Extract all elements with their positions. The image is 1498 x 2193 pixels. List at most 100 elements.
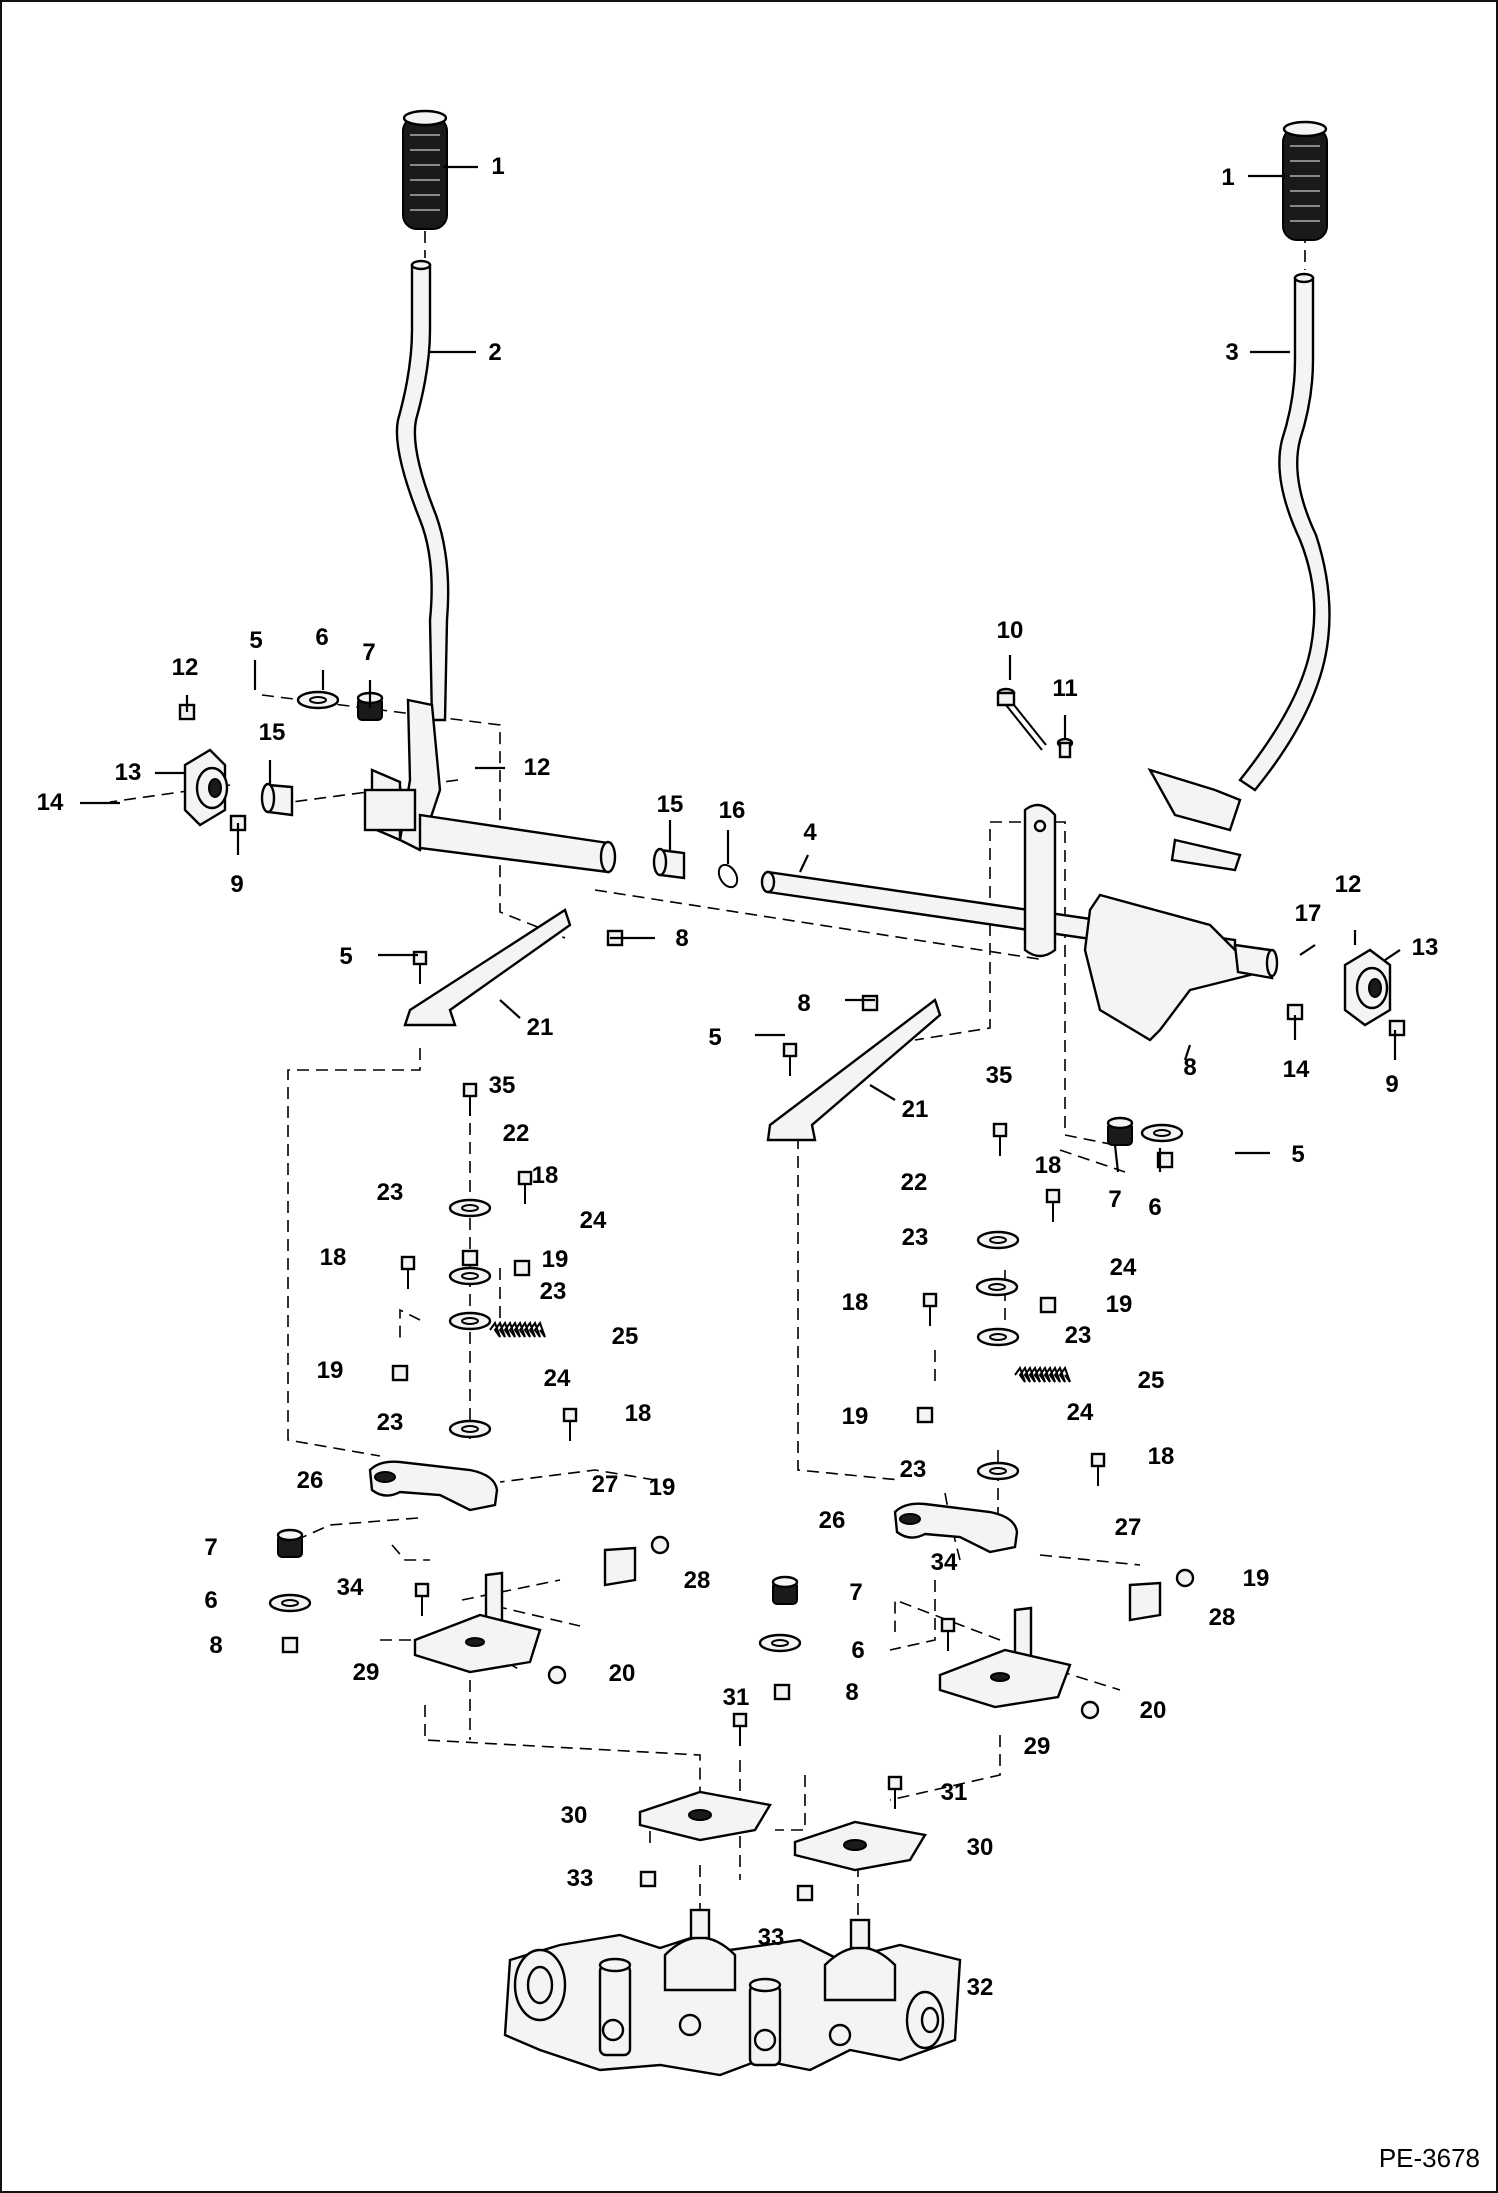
- spacer-top: [771, 1575, 799, 1589]
- callout-14: 14: [1283, 1056, 1310, 1083]
- callout-19: 19: [317, 1357, 344, 1384]
- mounting-plate-29-left: [413, 1571, 542, 1674]
- callout-6: 6: [1148, 1194, 1161, 1221]
- washer: [448, 1311, 492, 1331]
- left-control-handle: [395, 263, 450, 722]
- callout-8: 8: [797, 990, 810, 1017]
- parts: [178, 109, 1406, 2077]
- assembly-lines: [109, 212, 1306, 1935]
- callout-23: 23: [902, 1224, 929, 1251]
- right-control-handle: [1238, 276, 1331, 792]
- link-21-right: [766, 998, 942, 1142]
- mounting-plate-29-right: [938, 1606, 1072, 1709]
- callout-34: 34: [931, 1549, 958, 1576]
- callout-7: 7: [362, 639, 375, 666]
- tension-spring: [489, 1320, 546, 1338]
- right-lever-plate: [1147, 767, 1242, 872]
- washer: [758, 1633, 802, 1653]
- callout-25: 25: [1138, 1367, 1165, 1394]
- callout-30: 30: [967, 1834, 994, 1861]
- hex-nut: [461, 1249, 479, 1267]
- callout-26: 26: [297, 1467, 324, 1494]
- callout-23: 23: [377, 1409, 404, 1436]
- callout-28: 28: [684, 1567, 711, 1594]
- callout-13: 13: [115, 759, 142, 786]
- washer-hole: [461, 1425, 479, 1433]
- hex-nut: [1039, 1296, 1057, 1314]
- right-pivot-arm: [1023, 803, 1057, 958]
- washer-hole: [309, 696, 327, 704]
- callout-5: 5: [708, 1024, 721, 1051]
- washer-hole: [281, 1599, 299, 1607]
- cap-screw-head: [517, 1170, 533, 1186]
- cap-screw-head: [562, 1407, 578, 1423]
- callout-8: 8: [1183, 1054, 1196, 1081]
- washer: [296, 690, 340, 710]
- callout-19: 19: [1106, 1291, 1133, 1318]
- callout-18: 18: [532, 1162, 559, 1189]
- callout-29: 29: [1024, 1733, 1051, 1760]
- washer-hole: [771, 1639, 789, 1647]
- callout-34: 34: [337, 1574, 364, 1601]
- washer-hole: [1153, 1129, 1171, 1137]
- callout-12: 12: [1335, 871, 1362, 898]
- callout-35: 35: [489, 1072, 516, 1099]
- callout-5: 5: [1291, 1141, 1304, 1168]
- callout-30: 30: [561, 1802, 588, 1829]
- hex-nut: [281, 1636, 299, 1654]
- callout-19: 19: [842, 1403, 869, 1430]
- cap-screw-head: [940, 1617, 956, 1633]
- callout-13: 13: [1412, 934, 1439, 961]
- hex-nut: [773, 1683, 791, 1701]
- callout-14: 14: [37, 789, 64, 816]
- leader-lines: [80, 165, 1401, 1173]
- spacer-top: [276, 1528, 304, 1542]
- bolt-10: [996, 687, 1047, 751]
- callout-24: 24: [544, 1365, 571, 1392]
- callout-18: 18: [1148, 1443, 1175, 1470]
- bolt-11: [1056, 737, 1074, 759]
- figure-reference: PE-3678: [1379, 2143, 1480, 2173]
- washer: [268, 1593, 312, 1613]
- ball-joint: [1080, 1700, 1100, 1720]
- washer-hole: [461, 1272, 479, 1280]
- hand-grip-left: [402, 109, 448, 230]
- cap-screw-head: [992, 1122, 1008, 1138]
- cap-screw-head: [462, 1082, 478, 1098]
- cap-screw-head: [782, 1042, 798, 1058]
- callout-5: 5: [249, 627, 262, 654]
- callout-22: 22: [901, 1169, 928, 1196]
- cap-screw-head: [1045, 1188, 1061, 1204]
- spacer-top: [1106, 1116, 1134, 1130]
- cap-screw-head: [922, 1292, 938, 1308]
- bearing-flange-left: [183, 748, 229, 827]
- callout-18: 18: [320, 1244, 347, 1271]
- left-shaft-tube: [418, 813, 610, 874]
- washer-hole: [989, 1333, 1007, 1341]
- callout-22: 22: [503, 1120, 530, 1147]
- bracket-28-right: [1128, 1581, 1162, 1622]
- hardware: [178, 690, 1406, 1902]
- callout-5: 5: [339, 943, 352, 970]
- hex-nut: [513, 1259, 531, 1277]
- callout-20: 20: [609, 1660, 636, 1687]
- washer: [448, 1266, 492, 1286]
- hex-nut: [1156, 1151, 1174, 1169]
- callout-4: 4: [803, 819, 817, 846]
- callout-6: 6: [851, 1637, 864, 1664]
- washer: [976, 1461, 1020, 1481]
- callout-8: 8: [209, 1632, 222, 1659]
- hex-nut: [861, 994, 879, 1012]
- washer: [975, 1277, 1019, 1297]
- callout-20: 20: [1140, 1697, 1167, 1724]
- cap-screw-head: [732, 1712, 748, 1728]
- callout-19: 19: [1243, 1565, 1270, 1592]
- ball-joint: [650, 1535, 670, 1555]
- callout-33: 33: [567, 1865, 594, 1892]
- callout-15: 15: [259, 719, 286, 746]
- callout-19: 19: [649, 1474, 676, 1501]
- washer-hole: [461, 1204, 479, 1212]
- hex-nut: [639, 1870, 657, 1888]
- washer: [1140, 1123, 1184, 1143]
- callout-9: 9: [1385, 1071, 1398, 1098]
